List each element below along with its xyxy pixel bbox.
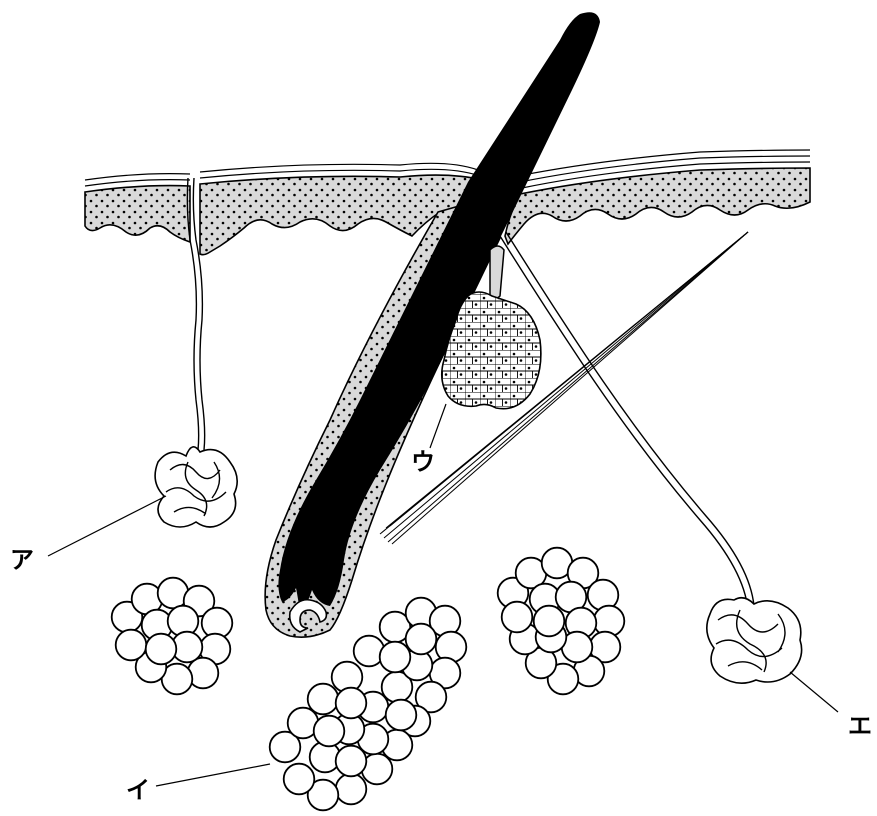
fat-lobule-left	[112, 578, 233, 695]
hair-shaft	[278, 12, 600, 612]
leader-line-e	[790, 672, 838, 712]
label-i: イ	[126, 778, 150, 802]
sebaceous-gland-duct	[490, 246, 504, 298]
fat-lobule-right	[498, 548, 625, 695]
leader-line-a	[48, 496, 166, 556]
leader-line-u	[430, 404, 446, 448]
leader-line-i	[156, 764, 270, 786]
label-e: エ	[848, 714, 872, 738]
label-a: ア	[10, 548, 34, 572]
label-u: ウ	[411, 450, 435, 474]
